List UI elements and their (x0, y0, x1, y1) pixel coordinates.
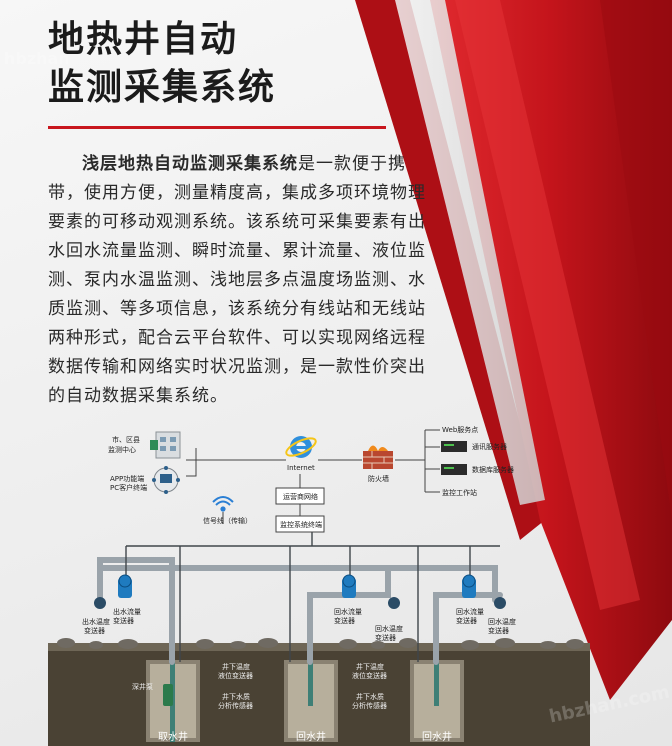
carrier-network-box (275, 487, 325, 505)
title-divider (48, 126, 386, 129)
db-server-label: 数据库服务器 (472, 465, 514, 474)
well-return2-label: 回水井 (422, 730, 452, 743)
well-return2 (410, 660, 464, 742)
app-client-label-a: APP功能端 (110, 474, 144, 483)
return-temp-label-2a: 回水温度 (488, 617, 516, 626)
outflow-temp-label-a: 出水温度 (82, 617, 110, 626)
description-paragraph: 浅层地热自动监测采集系统是一款便于携带，使用方便，测量精度高，集成多项环境物理要… (48, 150, 432, 411)
return-meter-label-1b: 变送器 (334, 616, 355, 625)
well-return1-label: 回水井 (296, 730, 326, 743)
quality-label-2b: 分析传感器 (352, 701, 387, 710)
quality-label-2a: 井下水质 (356, 692, 384, 701)
monitor-center-icon (150, 431, 181, 459)
level-temp-label-2b: 液位变送器 (352, 671, 387, 680)
flow-meter-icon (342, 574, 356, 598)
return-meter-label-2b: 变送器 (456, 616, 477, 625)
return-temp-label-2b: 变送器 (488, 626, 509, 635)
internet-explorer-icon (285, 436, 317, 458)
deep-well-pump-label: 深井泵 (132, 682, 153, 691)
return-temp-label-1b: 变送器 (375, 633, 396, 642)
network-links (186, 429, 440, 523)
monitor-center-label-a: 市、区县 (112, 435, 140, 444)
valve-icon (94, 597, 506, 609)
description-body: 是一款便于携带，使用方便，测量精度高，集成多项环境物理要素的可移动观测系统。该系… (48, 154, 426, 406)
level-temp-label-2a: 井下温度 (356, 662, 384, 671)
quality-label-1b: 分析传感器 (218, 701, 253, 710)
monitor-terminal-label: 监控系统终端 (280, 520, 322, 529)
signal-wires (125, 530, 500, 662)
quality-label-1a: 井下水质 (222, 692, 250, 701)
firewall-label: 防火墙 (368, 474, 389, 483)
page-title-line2: 监测采集系统 (48, 67, 277, 108)
well-intake (146, 660, 200, 742)
return-meter-label-1a: 回水流量 (334, 607, 362, 616)
web-server-label: Web服务点 (442, 425, 478, 434)
well-return1 (284, 660, 338, 742)
page-title-line1: 地热井自动 (48, 19, 239, 60)
app-client-label-b: PC客户终端 (110, 483, 147, 492)
well-intake-label: 取水井 (158, 730, 188, 743)
flow-meter-icon (118, 574, 132, 598)
client-icon (152, 466, 180, 494)
level-temp-label-1a: 井下温度 (222, 662, 250, 671)
server-icon (441, 441, 467, 452)
deep-well-pump-body (163, 684, 173, 706)
return-meter-label-2a: 回水流量 (456, 607, 484, 616)
flow-meter-icon (462, 574, 476, 598)
level-temp-label-1b: 液位变送器 (218, 671, 253, 680)
server-icon (441, 464, 467, 475)
carrier-network-label: 运营商网络 (283, 492, 318, 501)
ground-surface (48, 643, 590, 651)
outflow-temp-label-b: 变送器 (84, 626, 105, 635)
return-temp-label-1a: 回水温度 (375, 624, 403, 633)
monitor-center-label-b: 监测中心 (108, 445, 136, 454)
wifi-icon (212, 496, 234, 512)
outflow-meter-label-b: 变送器 (113, 616, 134, 625)
monitor-terminal-box (275, 515, 325, 533)
surface-rocks (57, 638, 584, 650)
firewall-icon (363, 445, 393, 469)
internet-label: Internet (287, 464, 315, 472)
watermark-top-left: hbzhan (4, 49, 70, 68)
comm-server-label: 通讯服务器 (472, 442, 507, 451)
description-highlight: 浅层地热自动监测采集系统 (82, 154, 298, 174)
monitor-station-label: 监控工作站 (442, 488, 477, 497)
outflow-meter-label-a: 出水流量 (113, 607, 141, 616)
signal-line-label: 信号线（传输） (203, 516, 252, 525)
